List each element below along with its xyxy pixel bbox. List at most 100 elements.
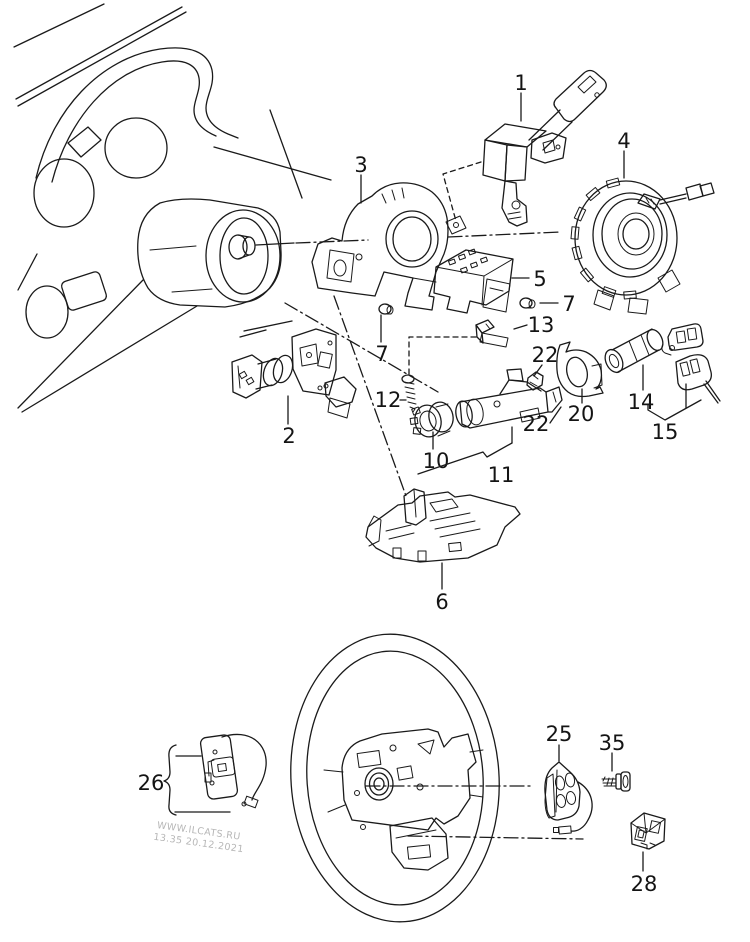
callout-label-35: 35 (599, 731, 626, 755)
ignition-stub (228, 234, 256, 260)
callout-label-2: 2 (282, 424, 295, 448)
callouts: 1 3 4 5 7 13 22 7 (138, 71, 702, 896)
hub-centerlines (365, 785, 584, 840)
callout-25: 25 (546, 722, 573, 762)
part-20-cover (556, 341, 604, 398)
callout-label-26: 26 (138, 771, 165, 795)
connector-block (637, 193, 661, 210)
gauge-left (33, 158, 95, 228)
wheel-rim-inner (306, 650, 484, 906)
callout-22-upper: 22 (532, 343, 559, 377)
part-28-switch-module (630, 812, 666, 850)
hub-cutout (356, 750, 382, 768)
stalk-shaft (255, 354, 294, 390)
steering-wheel (290, 633, 500, 923)
part-15-keys (661, 323, 721, 404)
callout-label-3: 3 (354, 153, 367, 177)
connector-arm (324, 376, 357, 408)
part-7-screw-upper (519, 297, 536, 309)
brace (163, 744, 177, 816)
part-4-clock-spring (570, 177, 715, 315)
callout-label-28: 28 (631, 872, 658, 896)
callout-26: 26 (138, 744, 231, 816)
callout-label-25: 25 (546, 722, 573, 746)
callout-5: 5 (511, 267, 547, 291)
callout-label-10: 10 (423, 449, 450, 473)
callout-label-11: 11 (488, 463, 515, 487)
wheel-hub (341, 728, 477, 831)
part-35-screw (601, 771, 631, 792)
dashboard-sketch (13, 3, 332, 413)
callout-label-14: 14 (628, 390, 655, 414)
part-10-ignition-switch (409, 401, 454, 438)
part-26-module-with-harness (199, 733, 267, 809)
stalk-paddle (231, 354, 263, 399)
column-bore (385, 210, 439, 268)
callout-label-13: 13 (528, 313, 555, 337)
dash-lower-edge (17, 253, 293, 413)
callout-7-upper: 7 (539, 292, 576, 316)
callout-10: 10 (423, 431, 450, 473)
part-7-screw-lower (378, 303, 394, 315)
callout-12: 12 (375, 388, 407, 412)
callout-1: 1 (514, 71, 528, 122)
part-3-switch-housing (311, 182, 467, 311)
instrument-cluster-hood (35, 47, 332, 183)
key-blade (703, 380, 721, 404)
part-1-wiper-switch-stalk (482, 69, 607, 227)
remote-key-fob (675, 354, 712, 391)
horn-boss (364, 767, 394, 801)
housing-ear (545, 386, 563, 413)
stalk-end-cap (553, 69, 607, 123)
lower-spoke (389, 817, 449, 871)
callout-label-15: 15 (652, 420, 679, 444)
callout-label-7-lower: 7 (375, 342, 388, 366)
callout-20: 20 (568, 388, 595, 426)
part-5-control-module (433, 248, 514, 314)
hub-hole (622, 218, 650, 250)
watermark: WWW.ILCATS.RU 13.35 20.12.2021 (153, 820, 245, 855)
callout-label-20: 20 (568, 402, 595, 426)
gauge-right (104, 117, 168, 179)
mounting-bracket (501, 180, 528, 227)
part-14-lock-cylinder (604, 328, 664, 374)
callout-4: 4 (617, 129, 631, 179)
steering-column-shroud (137, 198, 282, 308)
wheel-rim-outer (290, 633, 500, 923)
callout-11: 11 (417, 426, 515, 487)
callout-label-6: 6 (435, 590, 448, 614)
part-11-lock-housing (455, 368, 563, 429)
part-6-column-module (365, 488, 521, 563)
vent-diamond (67, 126, 102, 158)
callout-2: 2 (282, 395, 296, 448)
paddle-cable (570, 781, 593, 832)
harness-wire (221, 733, 267, 801)
callout-13: 13 (513, 313, 555, 337)
callout-label-12: 12 (375, 388, 402, 412)
callout-label-5: 5 (533, 267, 546, 291)
dash-button-panel (60, 271, 108, 311)
pigtail-wire (659, 182, 715, 205)
part-12-screw (401, 374, 417, 413)
callout-6: 6 (435, 562, 449, 614)
flip-key-head (667, 323, 704, 351)
callout-15: 15 (647, 383, 702, 444)
ignition-opening (205, 209, 281, 303)
callout-14: 14 (628, 364, 655, 414)
headlight-switch-knob (25, 285, 69, 339)
callout-22-lower: 22 (523, 406, 562, 436)
callout-label-22-upper: 22 (532, 343, 559, 367)
callout-28: 28 (631, 851, 658, 896)
callout-label-4: 4 (617, 129, 630, 153)
callout-35: 35 (599, 731, 626, 772)
callout-label-7-upper: 7 (562, 292, 575, 316)
windshield-lines (13, 3, 303, 199)
standing-tab (403, 488, 427, 526)
callout-3: 3 (354, 153, 368, 204)
part-13-switch (475, 319, 509, 348)
part-2-turn-signal-stalk (231, 328, 357, 419)
callout-label-22-lower: 22 (523, 412, 550, 436)
callout-7-lower: 7 (375, 314, 389, 366)
